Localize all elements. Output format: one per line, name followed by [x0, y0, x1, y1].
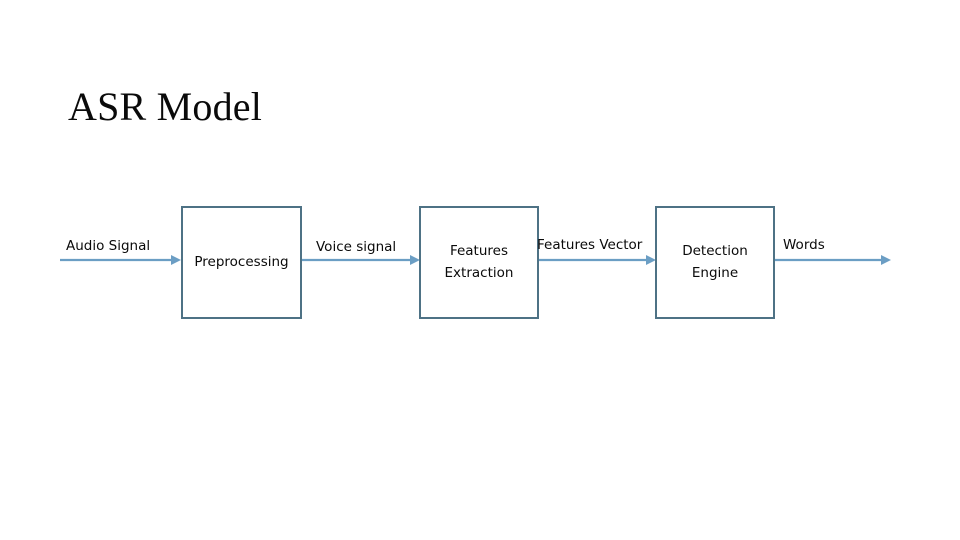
flow-label-voice-signal: Voice signal — [316, 239, 397, 255]
node-detection-engine-label: Detection Engine — [682, 242, 748, 281]
node-features-extraction[interactable]: Features Extraction — [419, 206, 539, 319]
node-detection-engine[interactable]: Detection Engine — [655, 206, 775, 319]
node-preprocessing-label: Preprocessing — [194, 253, 289, 270]
arrow-audio-signal — [60, 253, 182, 267]
arrow-features-vector — [538, 253, 657, 267]
arrow-voice-signal — [302, 253, 421, 267]
flow-label-features-vector: Features Vector — [537, 237, 643, 253]
flow-label-words: Words — [783, 237, 825, 253]
arrow-words — [774, 253, 892, 267]
page-title: ASR Model — [68, 83, 263, 129]
flow-label-audio-signal: Audio Signal — [66, 238, 151, 254]
node-features-extraction-label: Features Extraction — [444, 242, 514, 281]
node-preprocessing[interactable]: Preprocessing — [181, 206, 302, 319]
